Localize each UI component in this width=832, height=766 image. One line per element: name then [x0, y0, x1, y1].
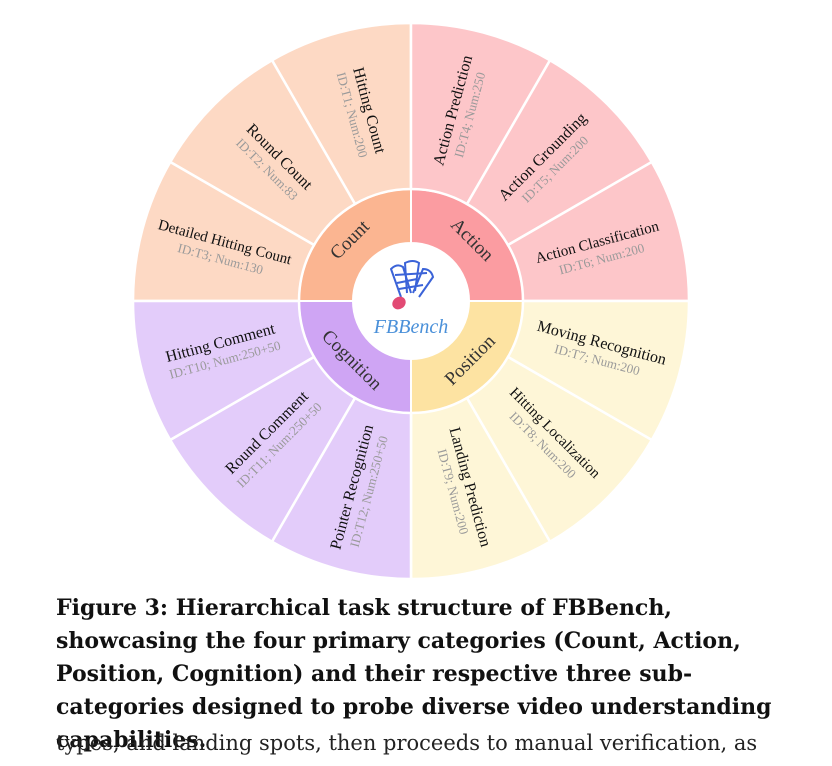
subcategory-segment: [131, 160, 316, 303]
figure-caption: Figure 3: Hierarchical task structure of…: [56, 595, 772, 753]
subcategory-segment: [168, 58, 357, 247]
body-text: types, and landing spots, then proceeds …: [56, 731, 758, 755]
center-title: FBBench: [373, 316, 448, 338]
center-circle: [354, 244, 468, 358]
subcategory-segment: [131, 299, 316, 442]
subcategory-segment: [270, 396, 413, 581]
shuttlecock-icon: [390, 260, 435, 310]
subcategory-segment: [168, 355, 357, 544]
